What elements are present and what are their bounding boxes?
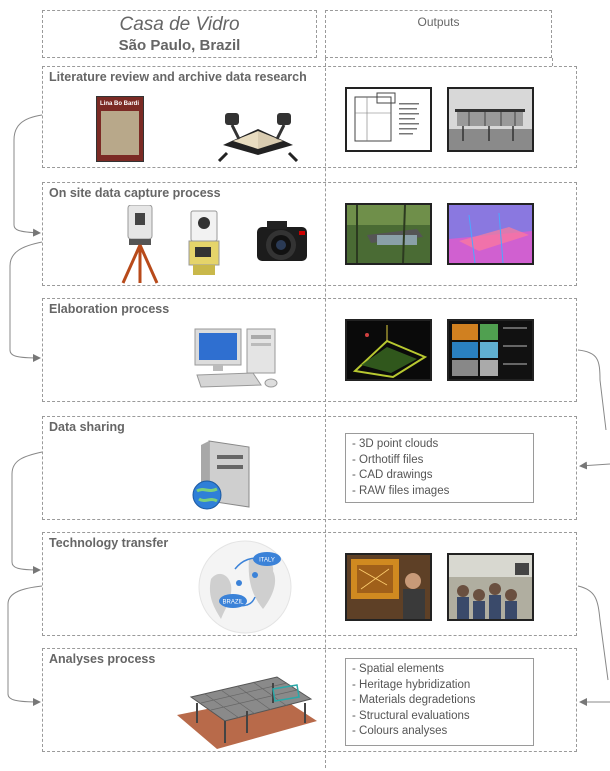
laser-scanner-image: [121, 205, 159, 284]
output-item: - Heritage hybridization: [352, 678, 471, 691]
site-photo: [345, 203, 432, 265]
stage-analyses: Analyses process - Spatial elements - He…: [42, 648, 577, 752]
book-scanner-image: [217, 113, 299, 162]
outputs-label: Outputs: [417, 15, 460, 29]
stage-data-sharing: Data sharing - 3D point clouds - Orthoti…: [42, 416, 577, 520]
world-map-image: ITALY BRAZIL: [198, 540, 292, 634]
outputs-right-edge: [552, 58, 553, 66]
flow-arrow: [579, 461, 610, 470]
project-location: São Paulo, Brazil: [118, 37, 241, 54]
output-item: - RAW files images: [352, 484, 450, 497]
architectural-drawing-image: [345, 87, 432, 152]
column-divider: [325, 58, 326, 768]
map-label-italy: ITALY: [259, 558, 275, 564]
flow-arrow: [9, 241, 43, 362]
stage-label: On site data capture process: [49, 186, 221, 200]
stage-label: Technology transfer: [49, 536, 169, 550]
project-title: Casa de Vidro: [119, 14, 240, 35]
flow-arrow: [7, 585, 43, 706]
output-item: - CAD drawings: [352, 469, 433, 481]
flow-arrow: [577, 585, 609, 681]
map-label-brazil: BRAZIL: [222, 600, 244, 606]
stage-technology-transfer: Technology transfer ITALY BRAZIL: [42, 532, 577, 636]
structural-model-image: [177, 676, 317, 749]
output-item: - 3D point clouds: [352, 438, 439, 450]
stage-label: Analyses process: [49, 652, 156, 666]
output-item: - Spatial elements: [352, 663, 445, 675]
stage-on-site-capture: On site data capture process: [42, 182, 577, 286]
stage-literature-review: Literature review and archive data resea…: [42, 66, 577, 168]
stage-elaboration: Elaboration process: [42, 298, 577, 402]
workshop-photo: [447, 553, 534, 621]
book-title: Lina Bo Bardi: [100, 101, 140, 107]
stage-label: Elaboration process: [49, 302, 170, 316]
processing-software-image: [447, 319, 534, 381]
output-item: - Materials degradetions: [352, 694, 476, 706]
flow-arrow: [11, 451, 43, 574]
camera-image: [257, 221, 307, 261]
point-cloud-image: [447, 203, 534, 265]
book-image: Lina Bo Bardi: [96, 96, 144, 162]
output-item: - Structural evaluations: [352, 709, 470, 722]
stage-label: Data sharing: [49, 420, 125, 434]
flow-arrow: [13, 114, 43, 237]
output-item: - Orthotiff files: [352, 453, 424, 466]
presentation-photo: [345, 553, 432, 621]
analyses-outputs: - Spatial elements - Heritage hybridizat…: [345, 658, 534, 746]
point-cloud-software-image: [345, 319, 432, 381]
server-globe-icon: [192, 440, 250, 510]
total-station-image: [188, 210, 220, 275]
output-item: - Colours analyses: [352, 725, 448, 737]
stage-label: Literature review and archive data resea…: [49, 70, 307, 84]
desktop-computer-image: [194, 328, 278, 388]
outputs-header-box: Outputs: [325, 10, 552, 58]
title-box: Casa de Vidro São Paulo, Brazil: [42, 10, 317, 58]
glass-house-photo: [447, 87, 534, 152]
data-sharing-outputs: - 3D point clouds - Orthotiff files - CA…: [345, 433, 534, 503]
flow-arrow: [577, 349, 607, 431]
